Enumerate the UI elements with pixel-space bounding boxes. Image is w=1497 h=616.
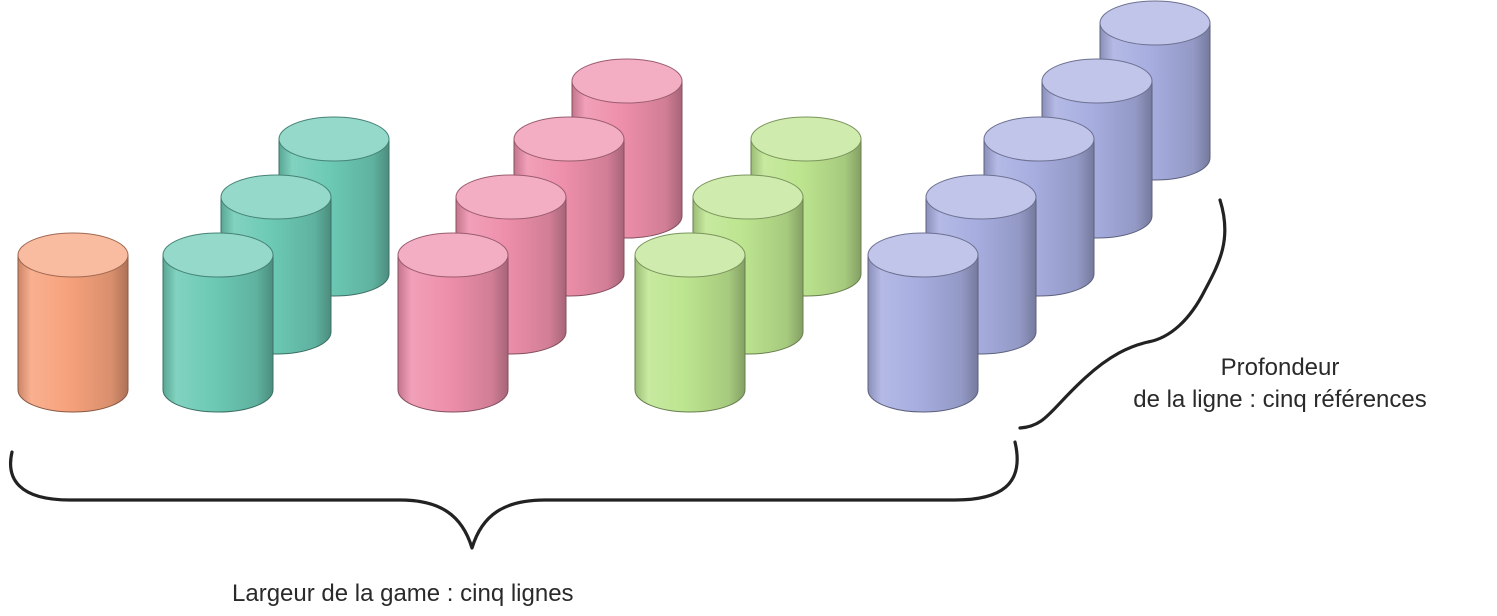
width-brace — [9, 440, 1019, 550]
cylinder-top — [925, 174, 1037, 220]
depth-brace — [1018, 198, 1227, 430]
product-line-1 — [17, 232, 129, 413]
product-line-3 — [397, 58, 683, 413]
cylinder-top — [17, 232, 129, 278]
depth-label-line-1: Profondeur — [1220, 354, 1340, 381]
product-line-4 — [634, 116, 862, 413]
cylinder-top — [1041, 58, 1153, 104]
cylinder-top — [983, 116, 1095, 162]
cylinder — [634, 232, 746, 413]
cylinder-body — [867, 254, 979, 413]
product-line-2 — [162, 116, 390, 413]
cylinder-top — [750, 116, 862, 162]
cylinder-top — [278, 116, 390, 162]
cylinder-top — [634, 232, 746, 278]
cylinder-body — [634, 254, 746, 413]
cylinder-body — [17, 254, 129, 413]
cylinder-top — [692, 174, 804, 220]
width-label: Largeur de la game : cinq lignes — [232, 580, 574, 607]
cylinder-top — [571, 58, 683, 104]
depth-label: Profondeur de la ligne : cinq références — [1085, 352, 1475, 416]
cylinder — [162, 232, 274, 413]
cylinder-top — [220, 174, 332, 220]
cylinder-top — [867, 232, 979, 278]
cylinder-groups — [17, 0, 1211, 413]
cylinder — [867, 232, 979, 413]
product-line-5 — [867, 0, 1211, 413]
cylinder — [17, 232, 129, 413]
cylinder-top — [162, 232, 274, 278]
cylinder — [397, 232, 509, 413]
cylinder-body — [162, 254, 274, 413]
cylinder-top — [1099, 0, 1211, 46]
cylinder-top — [455, 174, 567, 220]
cylinder-top — [397, 232, 509, 278]
cylinder-body — [397, 254, 509, 413]
cylinder-top — [513, 116, 625, 162]
depth-label-line-2: de la ligne : cinq références — [1133, 386, 1427, 413]
